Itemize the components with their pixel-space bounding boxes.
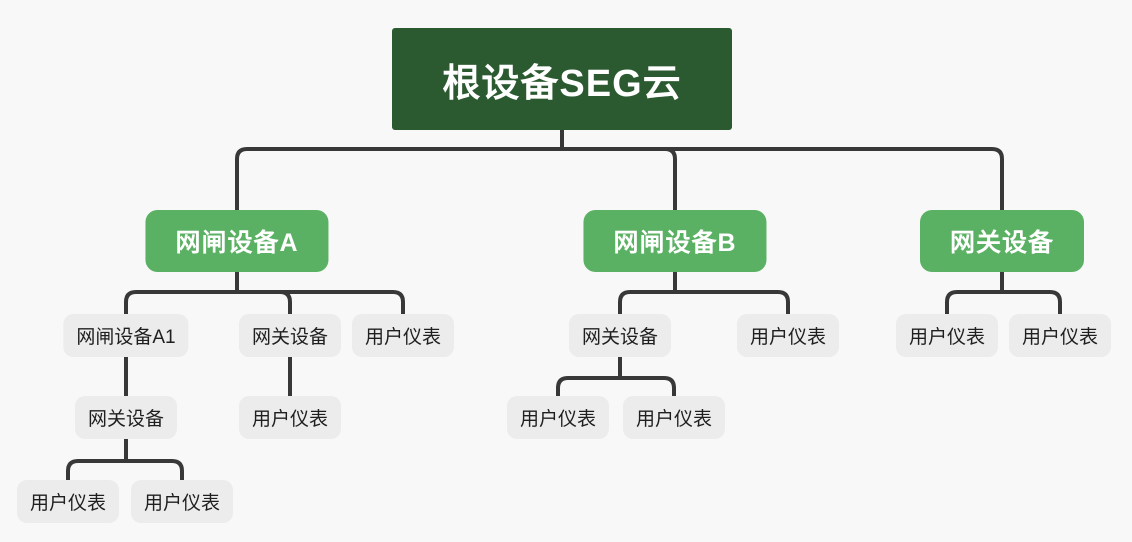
node-user-meter-bottom-2[interactable]: 用户仪表 [130,480,234,523]
connector [235,128,564,212]
node-gateway-device-under-a[interactable]: 网关设备 [238,314,342,357]
connector [560,128,1004,212]
node-user-meter-under-b-gateway-2[interactable]: 用户仪表 [622,396,726,439]
node-root-device-seg-cloud[interactable]: 根设备SEG云 [392,28,732,130]
node-user-meter-bottom-1[interactable]: 用户仪表 [16,480,120,523]
node-user-meter-right-1[interactable]: 用户仪表 [895,314,999,357]
node-gatekeeper-device-a1[interactable]: 网闸设备A1 [63,314,189,357]
connector [556,352,622,398]
node-user-meter-under-b-gateway-1[interactable]: 用户仪表 [506,396,610,439]
node-gateway-device-under-a1[interactable]: 网关设备 [74,396,178,439]
node-user-meter-right-2[interactable]: 用户仪表 [1008,314,1112,357]
connector [235,266,292,316]
node-user-meter-under-a[interactable]: 用户仪表 [351,314,455,357]
connector [673,266,790,316]
node-gateway-device-right[interactable]: 网关设备 [919,210,1085,272]
connector [945,266,1004,316]
connector [124,434,184,482]
connector [560,128,677,212]
node-user-meter-under-b[interactable]: 用户仪表 [736,314,840,357]
node-gateway-device-under-b[interactable]: 网关设备 [568,314,672,357]
node-user-meter-under-a-gateway[interactable]: 用户仪表 [238,396,342,439]
connector [618,352,676,398]
connector [124,266,239,316]
node-gatekeeper-device-a[interactable]: 网闸设备A [145,210,329,272]
connector [235,266,405,316]
connector [618,266,677,316]
connector [66,434,128,482]
connector [1000,266,1062,316]
node-gatekeeper-device-b[interactable]: 网闸设备B [583,210,767,272]
